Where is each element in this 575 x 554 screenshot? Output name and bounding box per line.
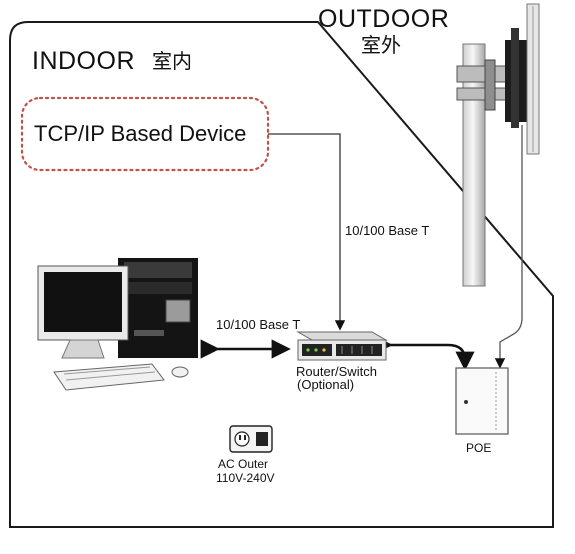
router-switch-label: Router/Switch <box>296 364 377 379</box>
poe-injector <box>455 367 509 435</box>
device-link-label: 10/100 Base T <box>345 223 430 238</box>
ac-outlet <box>229 425 273 453</box>
ac-voltage-label: 110V-240V <box>216 471 275 485</box>
antenna-to-poe-cable <box>494 125 523 369</box>
device-to-switch-cable <box>268 133 346 331</box>
outdoor-label-cn: 室外 <box>361 33 401 57</box>
poe-label: POE <box>466 441 492 455</box>
indoor-label-cn: 室内 <box>152 49 192 73</box>
pc-link-label: 10/100 Base T <box>216 317 301 332</box>
indoor-label: INDOOR <box>32 47 135 75</box>
indoor-boundary <box>9 21 554 528</box>
router-switch-optional-label: (Optional) <box>297 377 355 392</box>
router-switch <box>296 331 388 361</box>
antenna-pole <box>456 43 516 287</box>
outdoor-label: OUTDOOR <box>318 5 450 33</box>
outdoor-antenna-unit <box>505 3 540 155</box>
tcpip-device-label: TCP/IP Based Device <box>34 121 247 146</box>
switch-to-poe-cable <box>373 335 475 371</box>
ac-outlet-label: AC Outer <box>218 457 269 471</box>
tcpip-device-box <box>20 96 270 172</box>
desktop-computer <box>37 258 198 391</box>
